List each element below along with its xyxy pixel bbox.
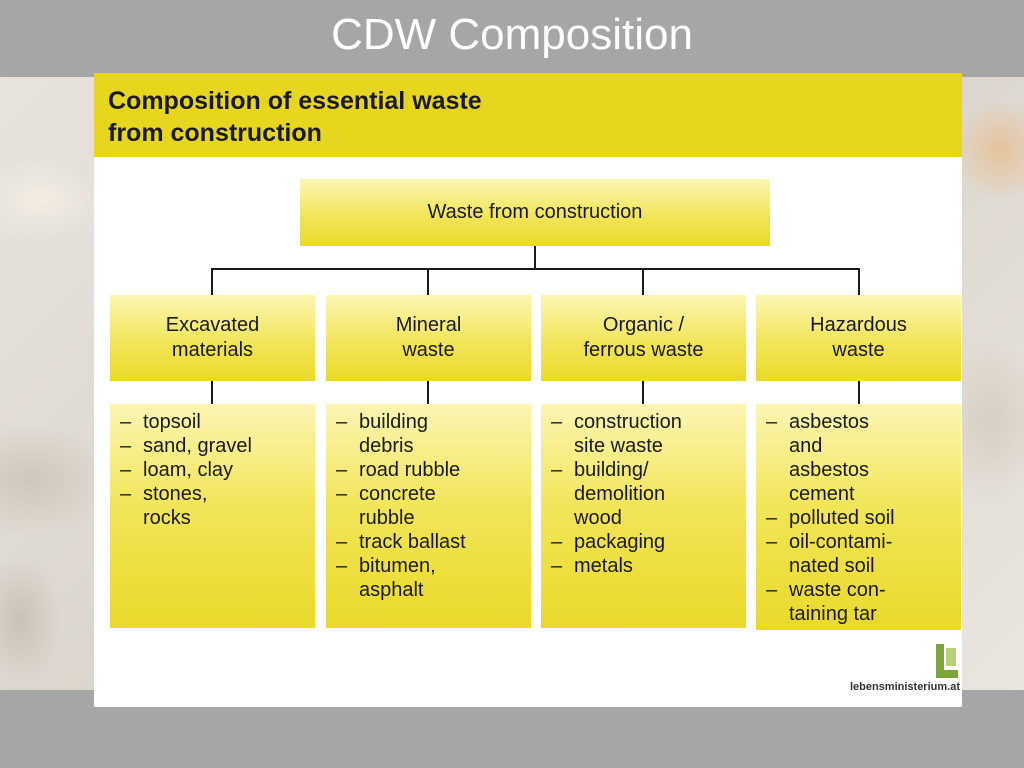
list-item: waste con- taining tar xyxy=(766,578,953,626)
connector-items-1 xyxy=(211,381,213,404)
list-item: concrete rubble xyxy=(336,482,523,530)
list-item: stones, rocks xyxy=(120,482,307,530)
category-label-line1: Organic / xyxy=(602,314,685,336)
items-excavated-materials: topsoil sand, gravel loam, clay stones, … xyxy=(110,404,315,628)
connector-drop-2 xyxy=(427,268,429,295)
list-item: building/ demolition wood xyxy=(551,458,738,530)
connector-drop-4 xyxy=(858,268,860,295)
category-label-line2: waste xyxy=(832,339,885,361)
category-label-line2: ferrous waste xyxy=(583,339,704,361)
root-node-label: Waste from construction xyxy=(427,201,643,223)
items-mineral-waste: building debris road rubble concrete rub… xyxy=(326,404,531,628)
list-item: polluted soil xyxy=(766,506,953,530)
connector-drop-1 xyxy=(211,268,213,295)
list-item: loam, clay xyxy=(120,458,307,482)
connector-drop-3 xyxy=(642,268,644,295)
connector-horizontal xyxy=(211,268,860,270)
connector-items-2 xyxy=(427,381,429,404)
category-label-line1: Excavated xyxy=(165,314,260,336)
diagram-heading-line2: from construction xyxy=(108,119,322,147)
connector-items-4 xyxy=(858,381,860,404)
diagram-header: Composition of essential waste from cons… xyxy=(94,73,962,157)
connector-items-3 xyxy=(642,381,644,404)
list-item: topsoil xyxy=(120,410,307,434)
root-node: Waste from construction xyxy=(300,179,770,246)
source-logo-text: lebensministerium.at xyxy=(849,681,960,693)
list-item: road rubble xyxy=(336,458,523,482)
category-label-line1: Hazardous xyxy=(810,314,907,336)
category-label-line1: Mineral xyxy=(395,314,462,336)
list-item: sand, gravel xyxy=(120,434,307,458)
category-hazardous-waste: Hazardous waste xyxy=(756,295,961,381)
list-item: track ballast xyxy=(336,530,523,554)
slide-title: CDW Composition xyxy=(331,10,693,59)
lebensministerium-logo-icon xyxy=(936,644,958,678)
category-mineral-waste: Mineral waste xyxy=(326,295,531,381)
category-organic-ferrous-waste: Organic / ferrous waste xyxy=(541,295,746,381)
list-item: building debris xyxy=(336,410,523,458)
category-label-line2: materials xyxy=(171,339,254,361)
list-item: metals xyxy=(551,554,738,578)
title-bar xyxy=(0,0,1024,77)
category-label-line2: waste xyxy=(402,339,455,361)
diagram-heading-line1: Composition of essential waste xyxy=(108,87,482,115)
connector-root-stem xyxy=(534,246,536,269)
list-item: oil-contami- nated soil xyxy=(766,530,953,578)
category-excavated-materials: Excavated materials xyxy=(110,295,315,381)
list-item: bitumen, asphalt xyxy=(336,554,523,602)
items-organic-ferrous-waste: construction site waste building/ demoli… xyxy=(541,404,746,628)
diagram-panel: Composition of essential waste from cons… xyxy=(94,73,962,707)
list-item: construction site waste xyxy=(551,410,738,458)
diagram-heading: Composition of essential waste from cons… xyxy=(108,85,808,149)
list-item: packaging xyxy=(551,530,738,554)
list-item: asbestos and asbestos cement xyxy=(766,410,953,506)
items-hazardous-waste: asbestos and asbestos cement polluted so… xyxy=(756,404,961,630)
